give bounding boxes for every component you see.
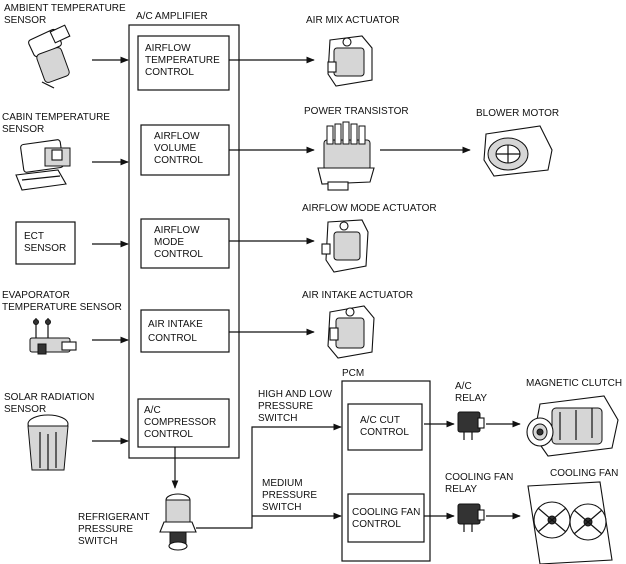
magnetic-clutch-icon (526, 395, 619, 457)
cooling-fan-relay-icon (457, 503, 485, 532)
pcm-title: PCM (342, 368, 364, 379)
airflow-temperature-control-box (137, 35, 230, 91)
air-mix-actuator-icon (327, 35, 373, 87)
air-intake-control-box (140, 309, 230, 353)
evaporator-temperature-sensor-icon (29, 318, 77, 355)
airflow-mode-control-box (140, 218, 230, 269)
magnetic-clutch-label: MAGNETIC CLUTCH (526, 378, 622, 389)
air-intake-actuator-label: AIR INTAKE ACTUATOR (302, 290, 413, 301)
airflow-mode-actuator-icon (321, 219, 369, 273)
high-low-pressure-switch-label: HIGH AND LOW PRESSURE SWITCH (258, 389, 335, 424)
refrigerant-pressure-switch-label: REFRIGERANT PRESSURE SWITCH (78, 512, 152, 547)
cooling-fan-label: COOLING FAN (550, 468, 618, 479)
ac-relay-label: A/C RELAY (455, 381, 487, 404)
air-intake-control-label: AIR INTAKE CONTROL (148, 319, 206, 344)
air-mix-actuator-label: AIR MIX ACTUATOR (306, 15, 400, 26)
airflow-mode-control-label: AIRFLOW MODE CONTROL (154, 225, 203, 260)
ect-sensor-label: ECT SENSOR (24, 231, 66, 254)
cooling-fan-control-label: COOLING FAN CONTROL (352, 507, 423, 530)
power-transistor-icon (317, 121, 375, 191)
refrigerant-pressure-switch-icon (159, 493, 197, 551)
airflow-temperature-control-label: AIRFLOW TEMPERATURE CONTROL (145, 43, 223, 78)
ac-amplifier-title: A/C AMPLIFIER (136, 11, 208, 22)
blower-motor-label: BLOWER MOTOR (476, 108, 559, 119)
blower-motor-icon (483, 125, 553, 177)
solar-radiation-sensor-icon (27, 414, 69, 471)
airflow-mode-actuator-label: AIRFLOW MODE ACTUATOR (302, 203, 437, 214)
solar-radiation-sensor-label: SOLAR RADIATION SENSOR (4, 392, 97, 415)
ambient-temperature-sensor-label: AMBIENT TEMPERATURE SENSOR (4, 3, 128, 26)
ac-compressor-control-label: A/C COMPRESSOR CONTROL (144, 405, 219, 440)
cooling-fan-control-box (347, 493, 425, 543)
medium-pressure-switch-label: MEDIUM PRESSURE SWITCH (262, 478, 320, 513)
evaporator-temperature-sensor-label: EVAPORATOR TEMPERATURE SENSOR (2, 290, 122, 313)
airflow-volume-control-box (140, 124, 230, 176)
ac-compressor-control-box (137, 398, 230, 448)
ac-relay-icon (457, 411, 485, 440)
ac-cut-control-box (347, 403, 423, 451)
cooling-fan-icon (527, 481, 613, 564)
cabin-temperature-sensor-icon (15, 139, 71, 191)
ac-cut-control-label: A/C CUT CONTROL (360, 415, 409, 438)
airflow-volume-control-label: AIRFLOW VOLUME CONTROL (154, 131, 203, 166)
cooling-fan-relay-label: COOLING FAN RELAY (445, 472, 516, 495)
ambient-temperature-sensor-icon (28, 24, 71, 89)
power-transistor-label: POWER TRANSISTOR (304, 106, 409, 117)
cabin-temperature-sensor-label: CABIN TEMPERATURE SENSOR (2, 112, 113, 135)
air-intake-actuator-icon (327, 305, 375, 359)
line-high-low-pressure-to-pcm (196, 423, 342, 529)
ect-sensor-box (15, 221, 76, 265)
